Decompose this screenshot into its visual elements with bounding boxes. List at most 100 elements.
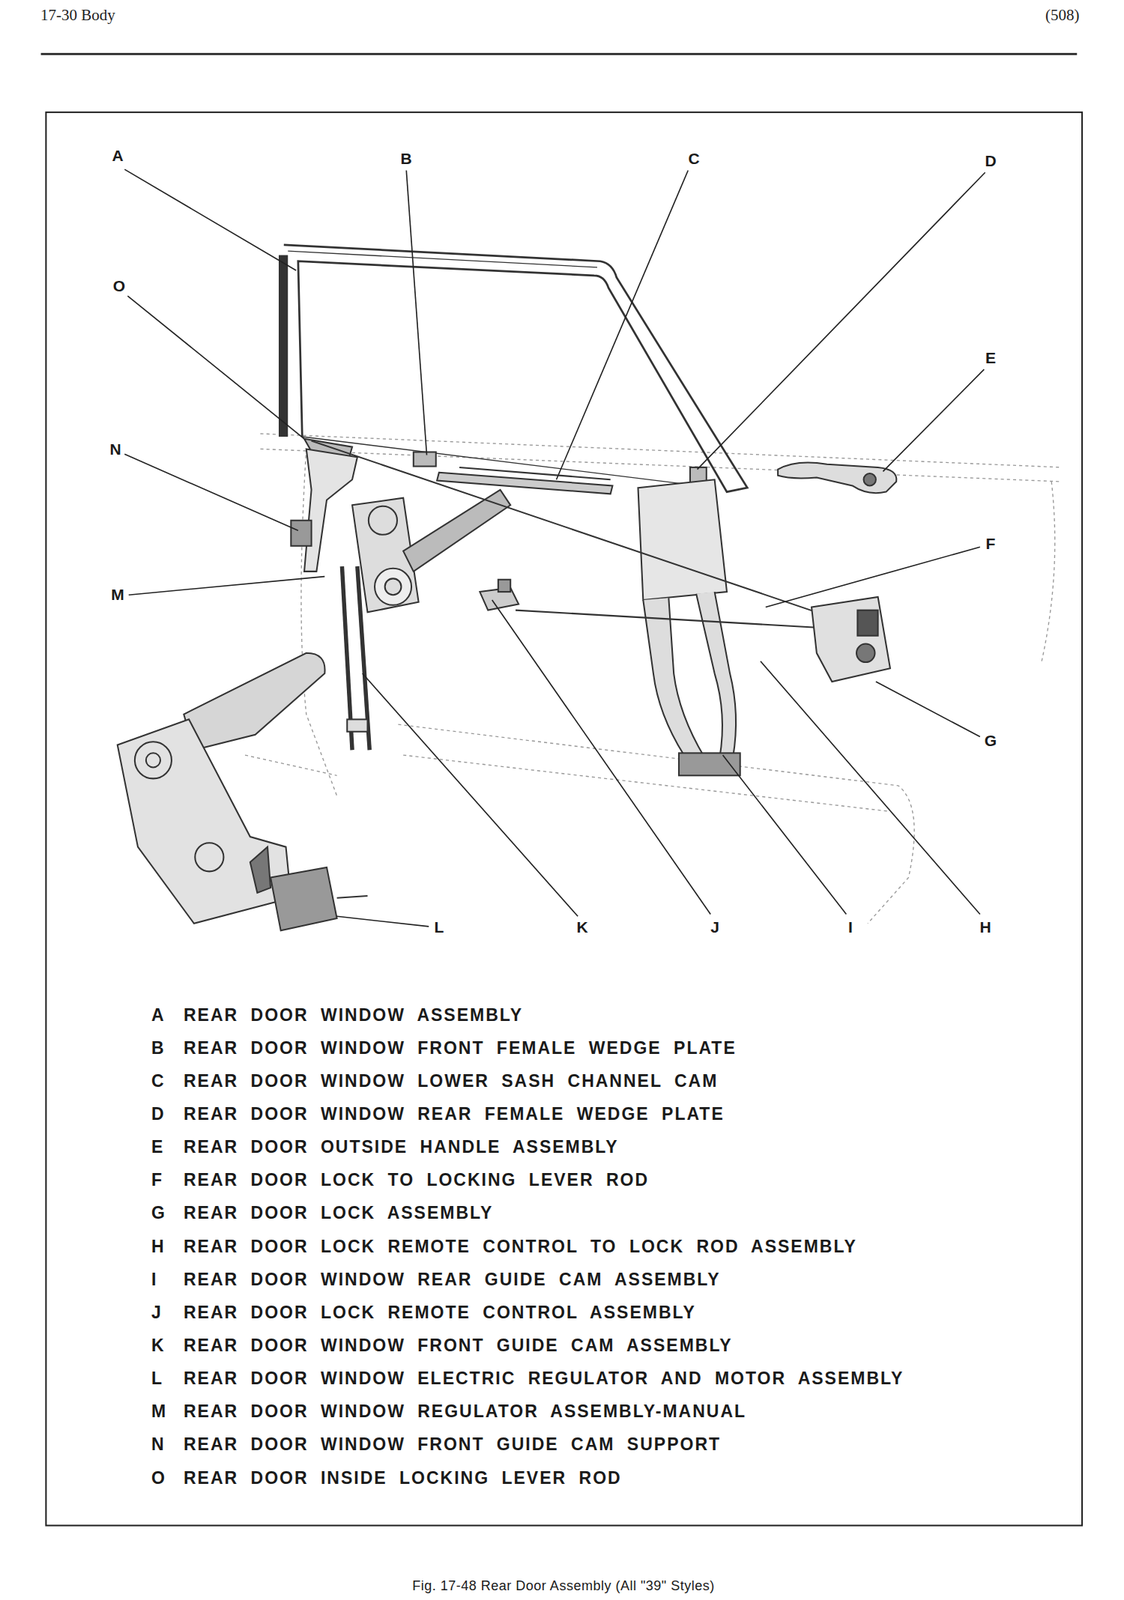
callout-letter: A	[110, 147, 125, 164]
leader-lines	[124, 169, 985, 927]
leader-lines	[362, 673, 578, 917]
electric-regulator	[146, 753, 161, 768]
callout-letter: F	[984, 535, 998, 552]
callout-letter: K	[574, 919, 589, 936]
electric-regulator	[117, 653, 368, 932]
rear-guide-cam	[678, 753, 741, 776]
front-guide-cam-support	[304, 448, 358, 571]
door-outline	[245, 755, 338, 776]
window-glass	[278, 255, 288, 437]
key-letter: J	[151, 1304, 163, 1322]
electric-regulator	[270, 867, 338, 931]
callout-letter: B	[398, 150, 413, 167]
leader-lines	[875, 681, 981, 738]
front-guide-cam-rails	[346, 719, 368, 732]
leader-lines	[765, 547, 981, 607]
callout-letter: E	[983, 349, 998, 366]
rear-guide-cam	[637, 479, 727, 601]
door-outline	[260, 448, 1062, 482]
leader-lines	[406, 170, 427, 455]
key-letter: A	[151, 1007, 166, 1025]
key-description: REAR DOOR WINDOW ELECTRIC REGULATOR AND …	[183, 1370, 904, 1388]
leader-lines	[128, 576, 326, 596]
outside-handle	[777, 463, 897, 494]
rods	[515, 610, 817, 628]
callout-letter: G	[983, 732, 999, 749]
wedge-plates	[413, 451, 437, 467]
rods	[311, 440, 817, 628]
key-description: REAR DOOR OUTSIDE HANDLE ASSEMBLY	[183, 1138, 619, 1157]
electric-regulator	[194, 843, 224, 872]
key-letter: M	[151, 1403, 168, 1421]
callout-letter: C	[686, 150, 701, 167]
front-guide-cam-rails	[341, 566, 370, 751]
door-outline	[1041, 481, 1056, 664]
leader-lines	[696, 172, 985, 470]
callout-letter: J	[708, 919, 721, 936]
key-letter: I	[151, 1271, 158, 1289]
figure-caption: Fig. 17-48 Rear Door Assembly (All "39" …	[412, 1579, 715, 1594]
key-letter: L	[151, 1370, 164, 1388]
lower-sash-channel	[436, 467, 613, 494]
lock-assembly	[811, 597, 891, 682]
key-letter: D	[151, 1106, 166, 1124]
leader-lines	[124, 454, 299, 531]
front-guide-cam-support	[290, 520, 311, 547]
leader-lines	[723, 755, 847, 915]
callout-letter: O	[111, 278, 127, 294]
key-letter: H	[151, 1238, 166, 1256]
rear-guide-cam	[642, 597, 705, 758]
rods	[311, 440, 817, 613]
key-letter: B	[151, 1040, 166, 1058]
key-description: REAR DOOR LOCK REMOTE CONTROL TO LOCK RO…	[183, 1238, 858, 1256]
manual-regulator	[374, 568, 412, 606]
leader-lines	[127, 295, 305, 440]
callout-letter: L	[433, 919, 446, 936]
key-description: REAR DOOR INSIDE LOCKING LEVER ROD	[183, 1470, 622, 1488]
door-outline	[403, 755, 888, 812]
key-letter: F	[151, 1171, 164, 1190]
lock-assembly	[811, 597, 891, 682]
callout-letter: M	[109, 586, 126, 603]
page-number: (508)	[1045, 5, 1080, 25]
door-outline	[245, 433, 1062, 924]
page-header: 17-30 Body	[40, 5, 116, 25]
door-outline	[397, 724, 915, 924]
leader-lines	[337, 916, 430, 927]
key-description: REAR DOOR WINDOW FRONT GUIDE CAM SUPPORT	[183, 1436, 721, 1454]
leader-lines	[492, 600, 712, 915]
key-description: REAR DOOR WINDOW REGULATOR ASSEMBLY-MANU…	[183, 1403, 747, 1421]
callout-letter: I	[846, 919, 855, 936]
key-letter: K	[151, 1337, 166, 1355]
leader-lines	[760, 661, 981, 915]
key-letter: E	[151, 1138, 165, 1157]
electric-regulator	[134, 741, 172, 779]
page-rule	[41, 53, 1078, 56]
lock-assembly	[857, 610, 878, 637]
page-rule	[41, 53, 1083, 1526]
window-glass	[278, 245, 748, 493]
lower-sash-channel	[459, 467, 611, 480]
front-guide-cam-support	[290, 448, 358, 571]
rear-guide-cam	[637, 479, 740, 776]
key-description: REAR DOOR WINDOW REAR GUIDE CAM ASSEMBLY	[183, 1271, 721, 1289]
key-description: REAR DOOR WINDOW LOWER SASH CHANNEL CAM	[183, 1073, 718, 1091]
callout-letter: N	[107, 441, 123, 458]
electric-regulator	[117, 719, 292, 924]
remote-control	[479, 579, 519, 611]
electric-regulator	[183, 653, 325, 751]
key-description: REAR DOOR WINDOW FRONT FEMALE WEDGE PLAT…	[183, 1040, 737, 1058]
key-description: REAR DOOR LOCK REMOTE CONTROL ASSEMBLY	[183, 1304, 697, 1322]
page-rule	[45, 112, 1083, 1527]
electric-regulator	[250, 847, 271, 894]
key-letter: C	[151, 1073, 166, 1091]
electric-regulator	[337, 896, 368, 899]
manual-regulator	[368, 506, 398, 536]
key-letter: G	[151, 1204, 167, 1223]
outside-handle	[777, 463, 897, 494]
key-description: REAR DOOR LOCK ASSEMBLY	[183, 1204, 494, 1223]
door-outline	[260, 433, 1062, 468]
leader-lines	[882, 369, 984, 472]
leader-lines	[124, 169, 296, 271]
